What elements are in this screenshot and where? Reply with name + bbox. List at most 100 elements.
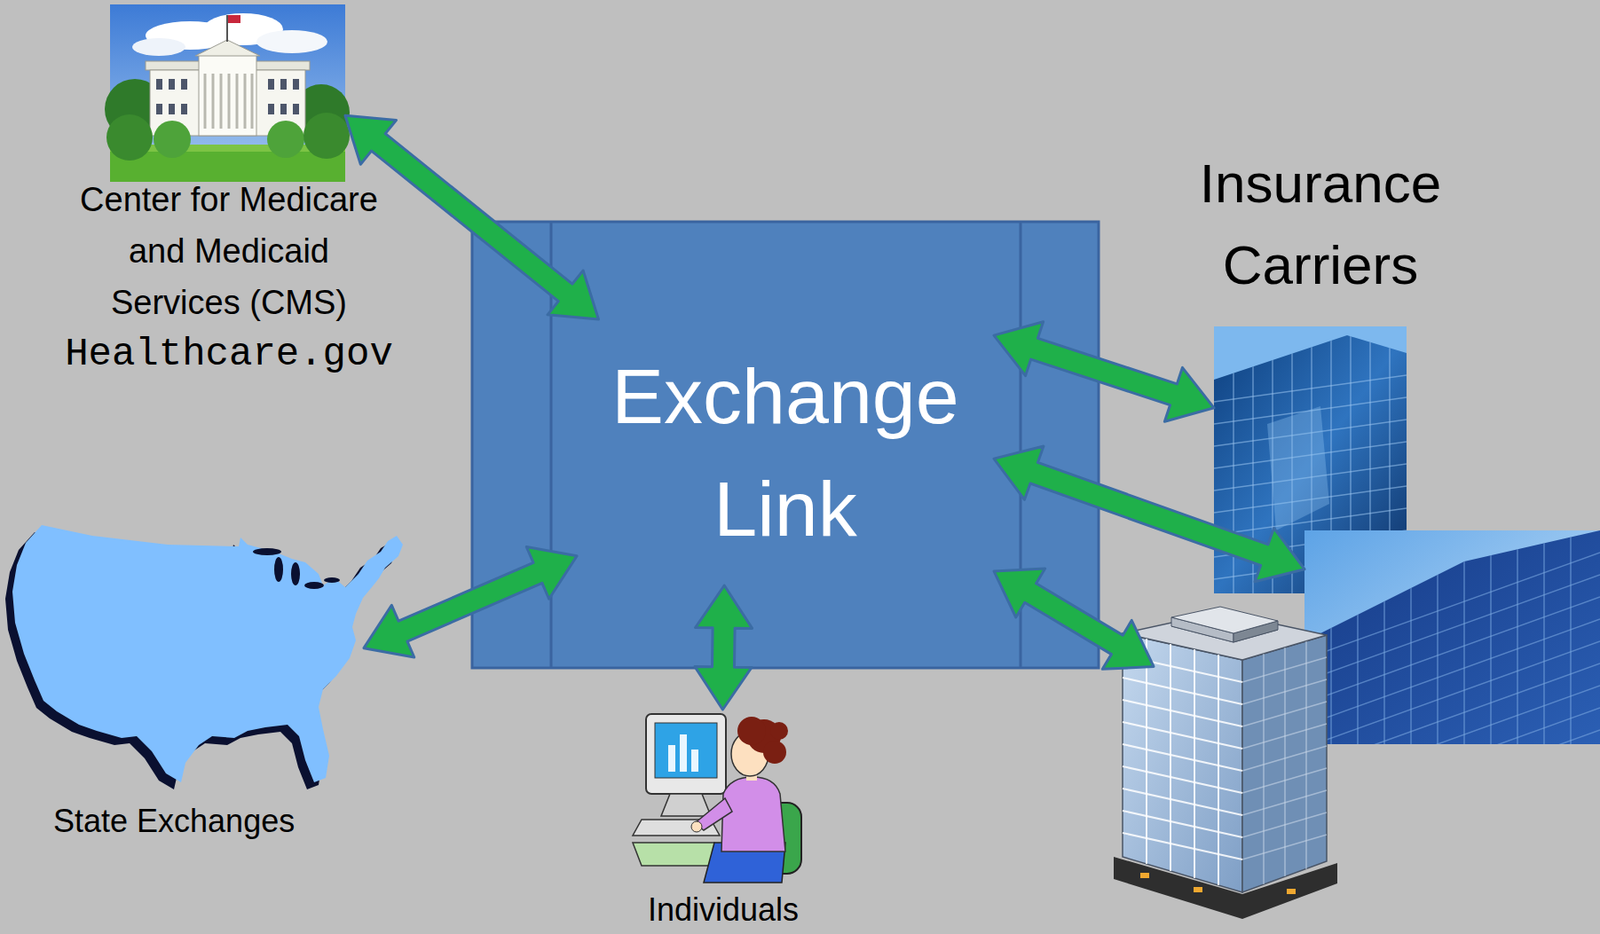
person-at-computer [632,709,812,883]
office-block-icon [1242,724,1327,749]
office-block-icon [1122,722,1243,749]
white-house-picture [168,78,175,90]
white-house-picture [204,73,207,129]
office-block-icon [1242,812,1327,838]
white-house-picture [228,15,241,24]
white-house-picture [292,103,300,115]
us-map [304,582,324,590]
office-block-icon [1242,746,1327,772]
white-house-picture [244,73,247,129]
office-tower-photo [1267,406,1330,531]
office-block-icon [1122,633,1243,893]
white-house-picture [267,78,275,90]
person-at-computer [646,714,726,795]
carrier-group: Insurance Carriers [1087,142,1600,929]
glass-facade-photo [1330,530,1333,745]
state-exchange-group: State Exchanges [7,525,409,842]
office-block-icon [1242,679,1327,705]
office-block-icon [1193,649,1196,879]
office-block-icon [1113,606,1363,923]
person-at-computer [679,734,687,773]
glass-facade-photo [1383,530,1386,745]
white-house-picture [156,78,300,115]
glass-facade-photo [1304,530,1600,745]
white-house-picture [280,103,287,115]
double-arrow [993,568,1154,670]
double-arrow [993,446,1305,583]
us-map [252,548,282,556]
office-block-icon [1217,654,1220,886]
white-house-picture [280,78,287,90]
office-block-icon [1242,790,1327,816]
glass-facade-photo [1516,530,1519,745]
office-block-icon [1140,873,1150,879]
person-at-computer [661,794,711,817]
us-map [291,562,300,586]
double-arrow [345,115,599,320]
office-tower-photo [1213,375,1407,402]
white-house-picture [228,73,231,129]
white-house-picture [292,78,300,90]
glass-facade-photo [1304,530,1600,837]
office-block-icon [1122,677,1243,705]
white-house-picture [236,73,239,129]
white-house-picture [132,38,186,56]
node-text: Center for Medicare and Medicaid Service… [67,173,391,329]
white-house-picture [198,54,257,136]
us-map [323,577,340,584]
office-block-icon [1122,744,1243,772]
office-block-icon [1242,701,1327,727]
white-house-picture [181,103,188,115]
white-house-picture [104,4,350,182]
white-house-picture [181,78,188,90]
office-block-icon [1122,766,1243,794]
white-house-picture [267,103,275,115]
person-at-computer [668,745,676,773]
glass-facade-photo [1489,530,1492,745]
white-house-picture [256,30,328,54]
office-block-icon [1242,657,1327,683]
glass-facade-photo [1543,530,1545,745]
glass-facade-photo [1356,530,1359,745]
white-house-picture [156,103,163,115]
office-block-icon [1122,811,1243,838]
office-block-icon [1262,654,1265,885]
office-block-icon [1122,833,1243,860]
glass-facade-photo [1304,575,1600,682]
glass-facade-photo [1463,530,1466,745]
agency-label: Center for Medicare and Medicaid Service… [33,4,425,380]
office-block-icon [1122,788,1243,816]
exchange-box: Exchange Link [576,319,994,586]
office-block-icon [1122,638,1243,886]
office-block-icon [1242,835,1327,860]
white-house-picture [251,73,254,129]
glass-facade-photo [1410,530,1412,745]
office-block-icon [1171,606,1278,634]
glass-facade-photo [1304,552,1600,660]
node-text: Healthcare.gov [33,328,425,380]
office-block-icon [1242,641,1327,885]
glass-facade-photo [1304,530,1600,837]
glass-facade-photo [1304,663,1600,771]
double-arrow [993,322,1214,422]
office-block-icon [1242,768,1327,794]
white-house-picture [267,120,305,158]
double-arrow [363,547,577,658]
white-house-picture [195,39,261,56]
person-at-computer [770,722,789,741]
node-text: State Exchanges [53,802,409,842]
glass-facade-photo [1304,597,1600,704]
person-at-computer [691,749,699,773]
person-at-computer [654,723,718,779]
double-arrow [694,585,753,710]
person-at-computer [632,709,812,883]
glass-facade-photo [1304,708,1600,815]
white-house-picture [303,112,350,159]
white-house-picture [156,78,163,90]
us-map [5,525,403,791]
office-block-icon [1286,889,1296,895]
office-block-icon [1284,647,1286,877]
person-at-computer [763,740,787,765]
